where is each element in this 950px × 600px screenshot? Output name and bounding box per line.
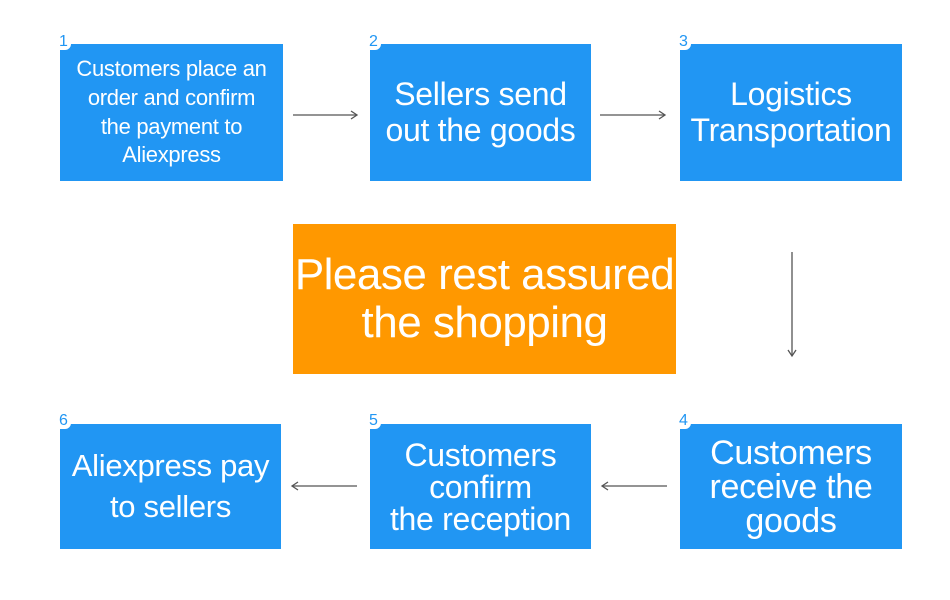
arrow-step3-to-step4 [787,252,797,358]
arrow-step4-to-step5 [600,481,667,491]
assurance-banner: Please rest assured the shopping [293,224,676,374]
step-6-box: Aliexpress pay to sellers [60,424,281,549]
step-1-text: Customers place an order and confirm the… [76,56,267,168]
step-1-box: Customers place an order and confirm the… [60,44,283,181]
step-5-box: Customers confirm the reception [370,424,591,549]
step-2-box: Sellers send out the goods [370,44,591,181]
step-4-box: Customers receive the goods [680,424,902,549]
step-6-number: 6 [58,413,71,429]
arrow-step2-to-step3 [600,110,667,120]
step-5-text: Customers confirm the reception [389,436,572,537]
step-3-text: Logistics Transportation [690,76,892,148]
step-6-text: Aliexpress pay to sellers [71,448,270,524]
step-5-number: 5 [368,413,381,429]
step-4-number: 4 [678,413,691,429]
step-2-number: 2 [368,34,381,50]
arrow-step1-to-step2 [293,110,359,120]
step-4-text: Customers receive the goods [709,433,873,540]
step-2-text: Sellers send out the goods [385,76,576,148]
arrow-step5-to-step6 [290,481,357,491]
step-3-number: 3 [678,34,691,50]
assurance-text: Please rest assured the shopping [294,249,675,347]
step-1-number: 1 [58,34,71,50]
step-3-box: Logistics Transportation [680,44,902,181]
